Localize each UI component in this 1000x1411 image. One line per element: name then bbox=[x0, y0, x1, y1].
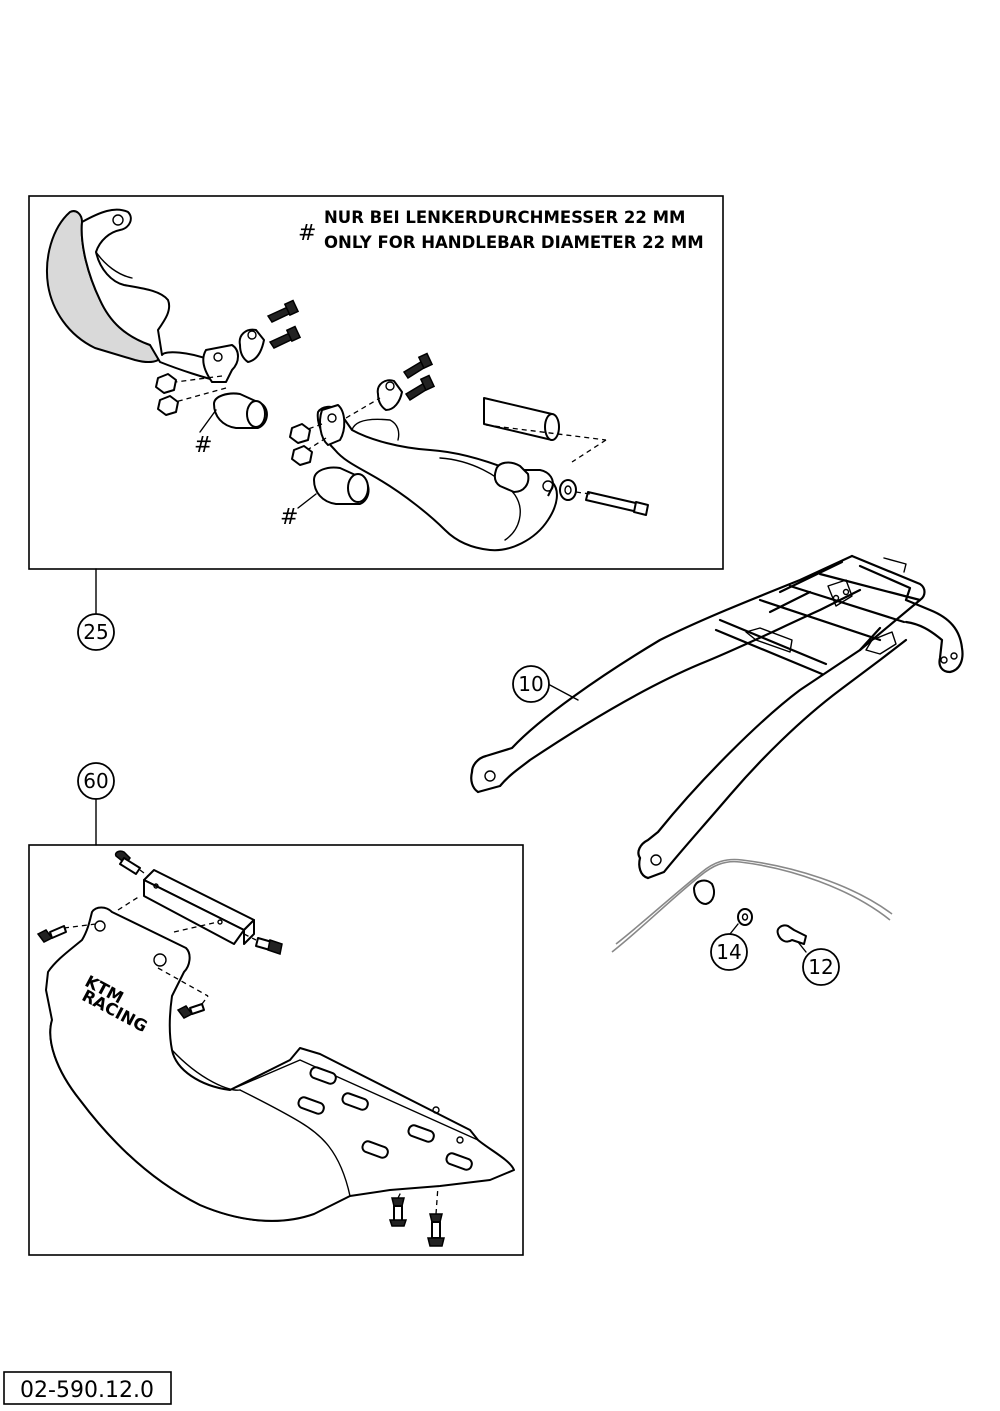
right-clamp bbox=[289, 352, 436, 466]
bar-end-hardware bbox=[493, 461, 649, 516]
note-line-en: ONLY FOR HANDLEBAR DIAMETER 22 MM bbox=[324, 233, 704, 252]
skidplate-group: 60 bbox=[28, 762, 524, 1256]
mounting-bar bbox=[114, 850, 283, 955]
callout-12-circle bbox=[802, 948, 840, 986]
skid-plate: KTM RACING bbox=[45, 906, 515, 1222]
rear-rack: 10 bbox=[470, 554, 964, 880]
left-clamp bbox=[155, 299, 302, 416]
handguard-box bbox=[28, 195, 724, 570]
hash-marker-left: # bbox=[194, 433, 212, 458]
handlebar-tube bbox=[483, 397, 607, 463]
skidplate-screws bbox=[36, 895, 445, 1247]
callout-14-circle bbox=[710, 933, 748, 971]
left-spacer: # bbox=[194, 392, 268, 458]
skidplate-box bbox=[28, 844, 524, 1256]
handguard-group: # NUR BEI LENKERDURCHMESSER 22 MM ONLY F… bbox=[28, 195, 724, 651]
drawing-code-box: 02-590.12.0 bbox=[3, 1371, 172, 1405]
callout-25: 25 bbox=[83, 620, 108, 644]
callout-10-circle bbox=[512, 665, 550, 703]
hash-marker-right: # bbox=[280, 505, 298, 530]
callout-60: 60 bbox=[83, 769, 108, 793]
left-handguard bbox=[46, 208, 239, 383]
right-spacer: # bbox=[280, 466, 370, 530]
note-line-de: NUR BEI LENKERDURCHMESSER 22 MM bbox=[324, 208, 685, 227]
callout-10: 10 bbox=[518, 672, 543, 696]
subframe-mount: 14 12 bbox=[611, 858, 893, 986]
drawing-code: 02-590.12.0 bbox=[20, 1378, 154, 1403]
note-symbol: # bbox=[298, 221, 316, 246]
callout-14: 14 bbox=[716, 940, 741, 964]
callout-12: 12 bbox=[808, 955, 833, 979]
right-handguard bbox=[316, 404, 558, 552]
callout-25-circle bbox=[77, 613, 115, 651]
